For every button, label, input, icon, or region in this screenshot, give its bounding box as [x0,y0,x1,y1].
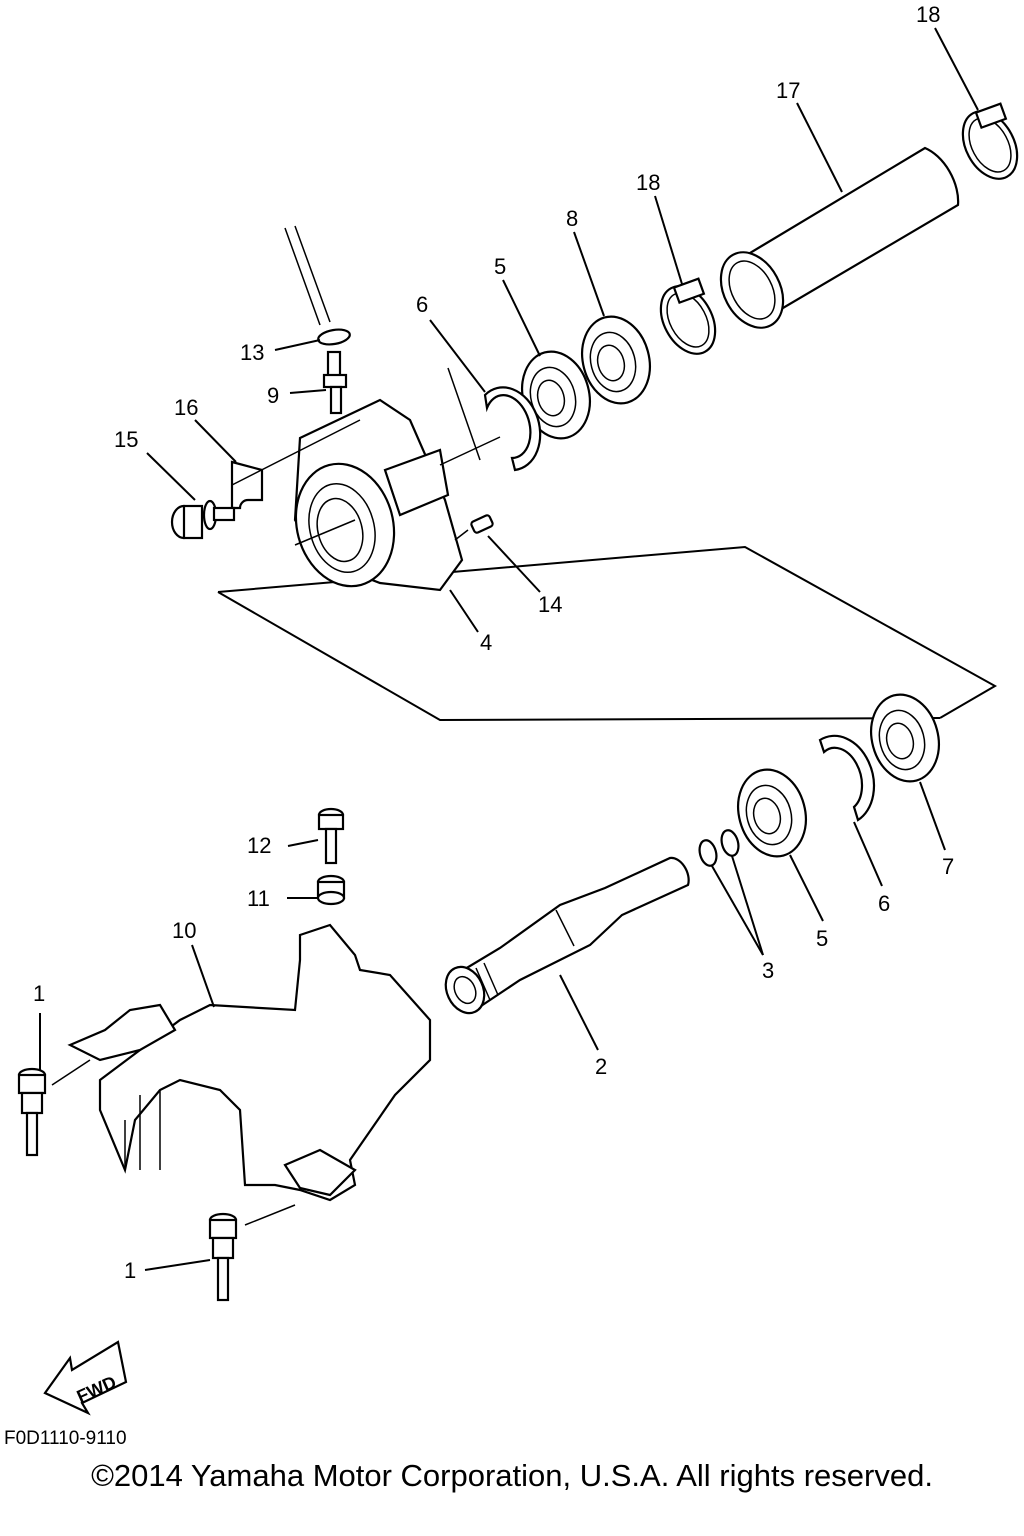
hose-part-17 [719,146,960,329]
bearing-part-5-bottom [737,768,807,858]
copyright-notice: ©2014 Yamaha Motor Corporation, U.S.A. A… [91,1458,933,1493]
callout-17: 17 [776,78,800,103]
drawing-code: F0D1110-9110 [4,1428,127,1449]
hose-clamp-part-18-top [961,102,1019,180]
callout-11: 11 [247,886,270,911]
circlip-part-6-bottom [818,734,876,822]
callout-12: 12 [247,833,271,858]
fwd-arrow-icon: FWD [43,1340,128,1416]
assembly-boundary-line [217,545,998,719]
circlip-part-6-top [483,386,542,472]
o-rings-part-3 [698,829,740,867]
callout-6-top: 6 [416,292,428,317]
nipple-part-9 [322,350,348,415]
callout-5-top: 5 [494,254,506,279]
drive-shaft-part-2 [444,856,690,1015]
callout-7: 7 [942,854,954,879]
bearing-part-5-top [521,350,591,440]
callout-18-mid: 18 [636,170,660,195]
cover-part-10 [67,923,432,1202]
water-line [284,225,331,326]
callout-2: 2 [595,1054,607,1079]
dowel-pin-part-14 [470,514,494,534]
assembly-boundary-line-lower [217,591,941,722]
housing-part-4 [293,398,464,592]
collar-part-11 [316,874,346,906]
grommet-bolt-part-1-top [17,1067,47,1157]
callout-15: 15 [114,427,138,452]
bearing-part-8 [581,315,651,405]
callout-5-bottom: 5 [816,926,828,951]
bearing-part-7 [870,693,940,783]
callout-14: 14 [538,592,562,617]
callout-4: 4 [480,630,492,655]
leader-lines [39,27,979,1271]
hose-clip-part-13 [317,328,351,346]
bolt-part-12 [317,807,345,865]
plate-part-16 [230,460,264,510]
callout-10: 10 [172,918,196,943]
callout-1-bottom: 1 [124,1258,136,1283]
guide-lines [51,367,501,1226]
grommet-bolt-part-1-bottom [208,1212,238,1302]
callout-1-top: 1 [33,981,45,1006]
hose-clamp-part-18-mid [659,277,717,355]
callout-16: 16 [174,395,198,420]
callout-8: 8 [566,206,578,231]
callout-3: 3 [762,958,774,983]
callout-9: 9 [267,383,279,408]
bolt-part-15 [170,499,236,540]
callout-6-bottom: 6 [878,891,890,916]
callout-18-top: 18 [916,2,940,27]
callout-13: 13 [240,340,264,365]
